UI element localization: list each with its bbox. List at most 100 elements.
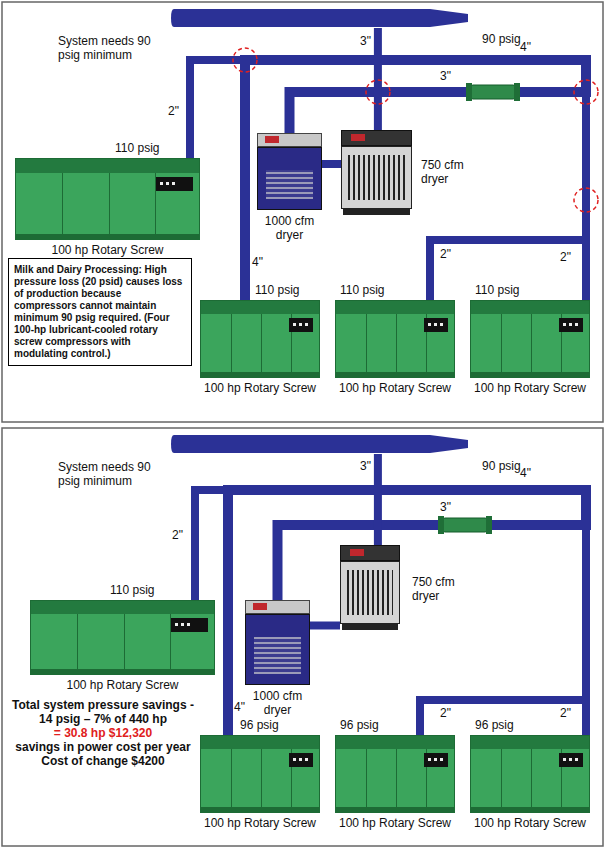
panel-seam <box>531 314 532 372</box>
compressor-body <box>200 735 320 813</box>
display-dot <box>434 323 437 326</box>
control-display <box>559 318 583 332</box>
panel-seam <box>501 314 502 372</box>
compressor-base <box>336 372 454 377</box>
savings-text: = 30.8 hp $12,320 <box>10 726 196 740</box>
compressor-body <box>200 300 320 378</box>
compressor-top-band <box>201 301 319 314</box>
compressor-base <box>31 669 214 674</box>
compressor-name: 100 hp Rotary Screw <box>445 816 606 830</box>
compressor-name: 100 hp Rotary Screw <box>5 678 240 692</box>
note-box: Milk and Dairy Processing: High pressure… <box>8 258 192 366</box>
pipe-size: 2" <box>440 706 451 720</box>
compressor: 96 psig100 hp Rotary Screw <box>335 735 455 813</box>
display-dot <box>172 182 175 185</box>
dryer-label: 750 cfm dryer <box>412 575 464 603</box>
savings-text: Cost of change $4200 <box>10 754 196 768</box>
dryer-body <box>257 147 322 210</box>
compressor-body <box>470 300 590 378</box>
panel-seam <box>396 749 397 807</box>
pressure-label: 110 psig <box>475 283 519 297</box>
compressor-top-band <box>471 736 589 749</box>
dryer-grille <box>266 170 313 199</box>
pipe-size: 2" <box>440 247 451 261</box>
dryer: 1000 cfm dryer <box>245 600 310 685</box>
compressor: 110 psig100 hp Rotary Screw <box>200 300 320 378</box>
pipe <box>228 490 586 735</box>
compressor: 110 psig100 hp Rotary Screw <box>470 300 590 378</box>
system-requirement: System needs 90 psig minimum <box>58 34 168 62</box>
dryer-body <box>245 614 310 685</box>
display-dot <box>569 323 572 326</box>
pressure-label: 110 psig <box>110 583 154 597</box>
pipe <box>278 525 587 735</box>
display-dot <box>569 758 572 761</box>
compressor-name: 100 hp Rotary Screw <box>175 381 345 395</box>
pressure-label: 90 psig <box>482 32 521 46</box>
panel-seam <box>231 749 232 807</box>
display-dot <box>181 623 184 626</box>
display-dot <box>440 323 443 326</box>
pipe-size: 4" <box>520 40 531 54</box>
compressor: 96 psig100 hp Rotary Screw <box>470 735 590 813</box>
system-requirement: System needs 90 psig minimum <box>58 460 168 488</box>
control-display <box>424 318 448 332</box>
compressor-base <box>336 807 454 812</box>
panel-seam <box>501 749 502 807</box>
pressure-label: 96 psig <box>240 718 279 732</box>
dryer-display <box>350 549 364 556</box>
panel-seam <box>366 749 367 807</box>
dryer-display <box>253 603 267 610</box>
display-dot <box>434 758 437 761</box>
display-dot <box>175 623 178 626</box>
pipe <box>245 60 586 300</box>
display-dot <box>293 323 296 326</box>
compressor-top-band <box>201 736 319 749</box>
note-text: Milk and Dairy Processing: High pressure… <box>14 264 186 360</box>
compressor-name: 100 hp Rotary Screw <box>445 381 606 395</box>
pressure-label: 110 psig <box>255 283 299 297</box>
pipe <box>290 92 587 300</box>
compressor-name: 100 hp Rotary Screw <box>310 816 480 830</box>
display-dot <box>563 323 566 326</box>
display-dot <box>440 758 443 761</box>
filter <box>438 516 492 534</box>
control-display <box>171 618 208 632</box>
dryer-grille <box>348 155 405 200</box>
pressure-label: 90 psig <box>482 459 521 473</box>
compressor-body <box>335 735 455 813</box>
compressor-top-band <box>471 301 589 314</box>
compressor-body <box>470 735 590 813</box>
compressor-top-band <box>31 601 214 614</box>
compressor-base <box>16 234 199 239</box>
panel-seam <box>396 314 397 372</box>
pressure-label: 110 psig <box>340 283 384 297</box>
control-display <box>289 318 313 332</box>
panel-seam <box>62 173 63 234</box>
panel-seam <box>77 614 78 669</box>
panel-seam <box>124 614 125 669</box>
panel-seam <box>261 314 262 372</box>
dryer: 1000 cfm dryer <box>257 133 322 210</box>
control-display <box>424 753 448 767</box>
dryer-grille <box>254 637 301 674</box>
display-dot <box>299 758 302 761</box>
pipe <box>310 622 340 630</box>
dryer-body <box>341 146 412 209</box>
pipe-size: 3" <box>440 69 451 83</box>
pipe <box>290 92 587 300</box>
pipe <box>322 160 341 168</box>
compressor-top-band <box>16 159 199 173</box>
receiver: System needs 90 psig minimum <box>170 8 470 28</box>
problem-circle <box>233 48 598 212</box>
savings-text: Total system pressure savings - 14 psig … <box>10 698 196 726</box>
dryer-label: 1000 cfm dryer <box>245 689 310 717</box>
compressor-body <box>15 158 200 240</box>
dryer-body <box>340 561 400 624</box>
display-dot <box>187 623 190 626</box>
panel-border <box>2 428 603 846</box>
display-dot <box>166 182 169 185</box>
pressure-label: 96 psig <box>340 718 379 732</box>
receiver-shape <box>171 435 468 453</box>
panel-seam <box>261 749 262 807</box>
